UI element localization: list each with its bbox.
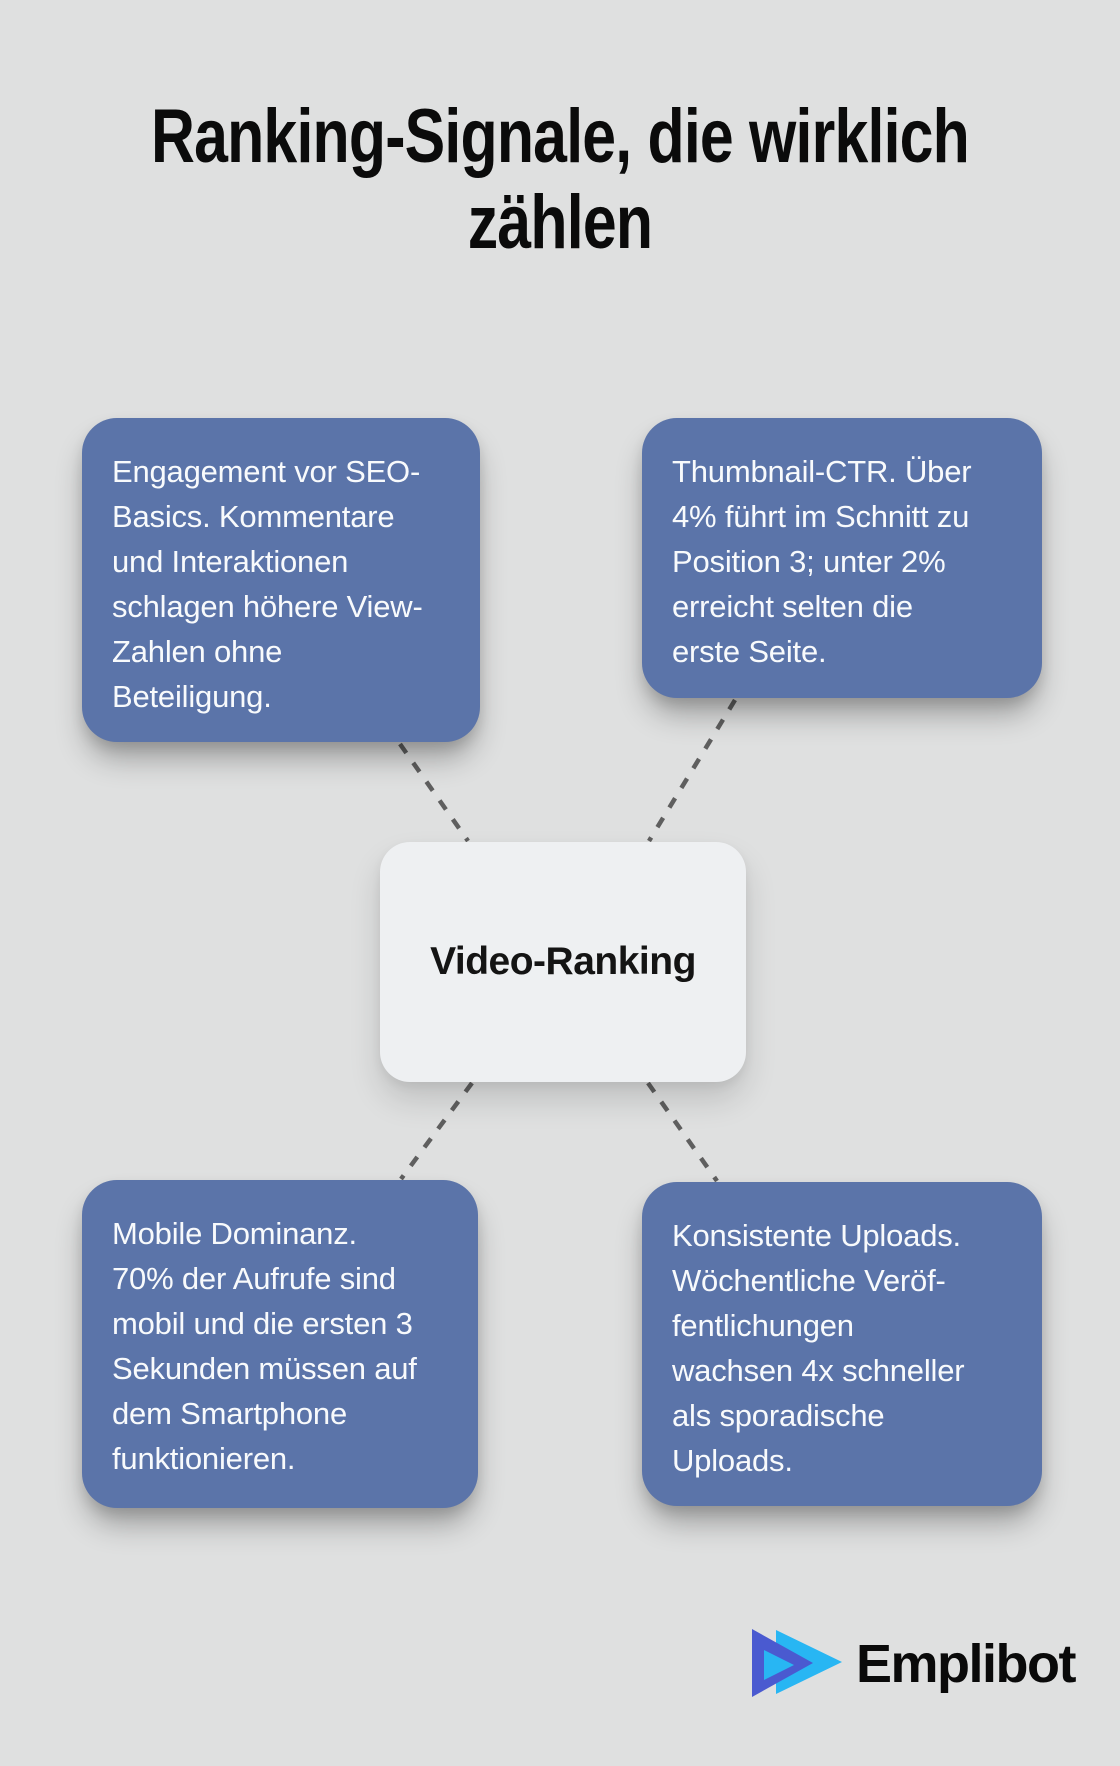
brand-name: Emplibot [856, 1634, 1076, 1694]
node-mobile-dominanz: Mobile Dominanz. 70% der Aufrufe sind mo… [82, 1180, 478, 1508]
logo-triangle-inner-cyan [764, 1650, 794, 1680]
page-title: Ranking-Signale, die wirklich zählen [150, 94, 970, 265]
brand-logo: Emplibot [752, 1624, 1076, 1704]
node-engagement: Engagement vor SEO- Basics. Kommentare u… [82, 418, 480, 742]
connector-top-right [647, 698, 737, 843]
emplibot-play-triangles-icon [752, 1629, 842, 1697]
center-node-label: Video-Ranking [430, 940, 696, 983]
center-node: Video-Ranking [380, 842, 746, 1082]
node-konsistente-uploads: Konsistente Uploads. Wöchentliche Veröf-… [642, 1182, 1042, 1506]
connector-bottom-left [399, 1081, 474, 1181]
connector-bottom-right [646, 1081, 719, 1183]
node-thumbnail-ctr: Thumbnail-CTR. Über 4% führt im Schnitt … [642, 418, 1042, 698]
connector-top-left [398, 742, 470, 843]
